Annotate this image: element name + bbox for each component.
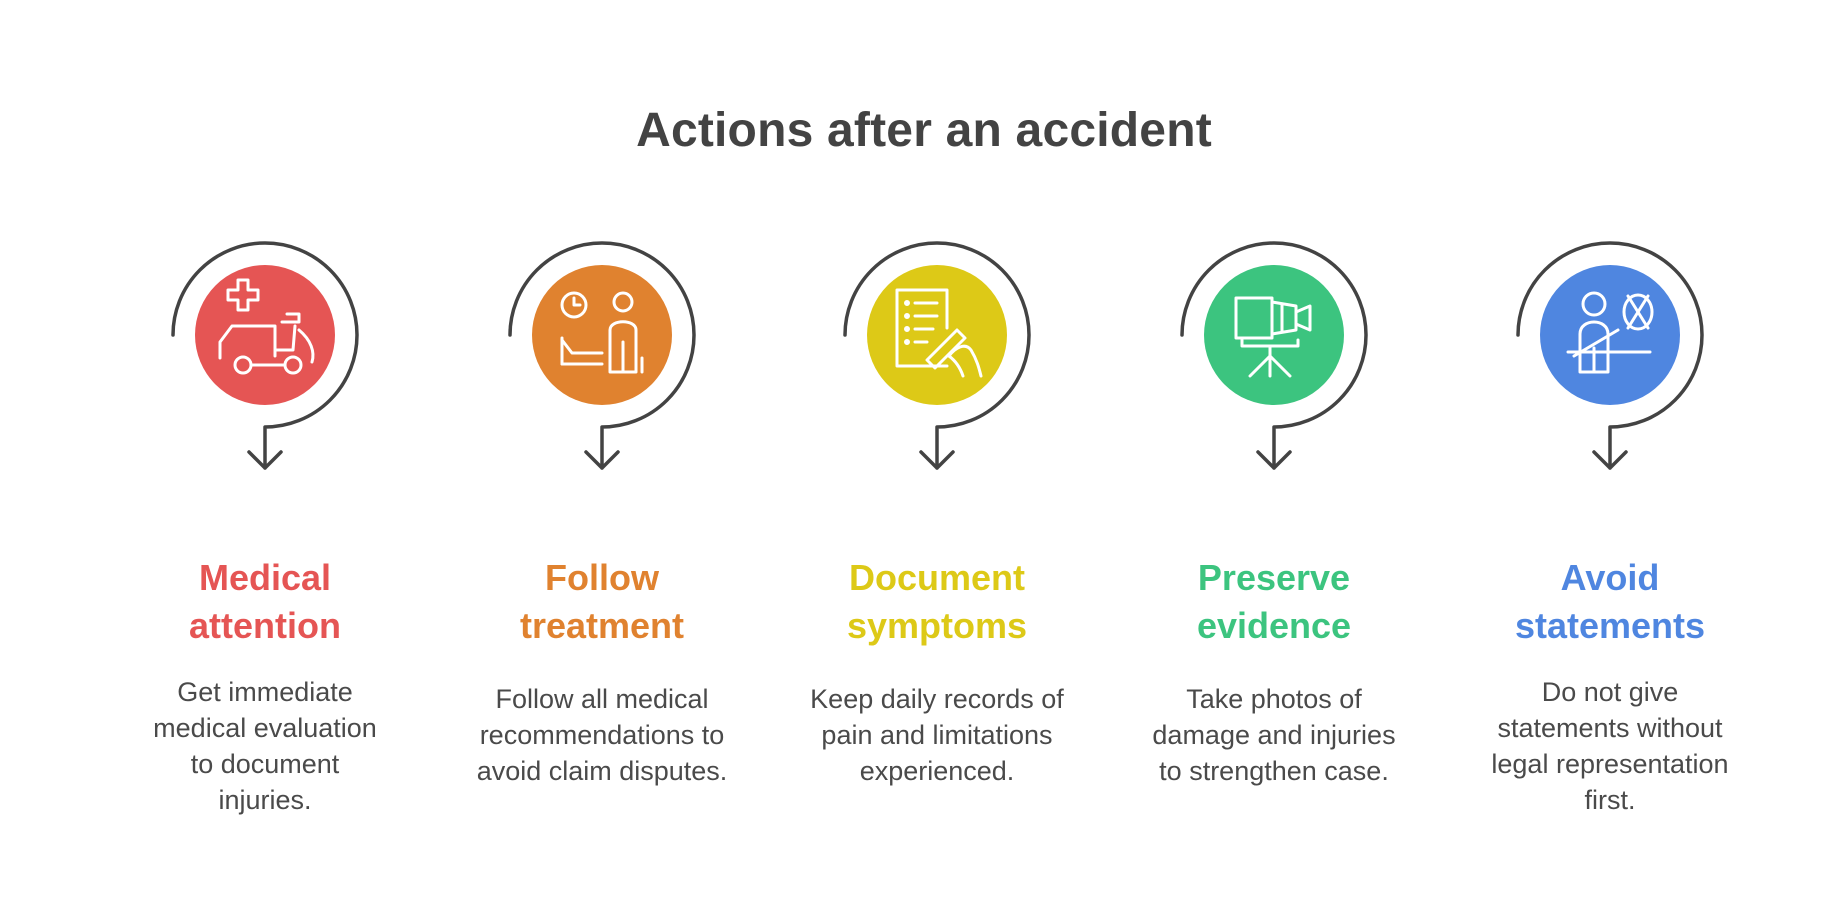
step-5-heading-line: statements xyxy=(1514,605,1706,646)
step-2-description-line: Follow all medical xyxy=(495,684,709,714)
step-3-heading-line: Document xyxy=(848,557,1025,598)
step-2-graphic xyxy=(508,241,696,470)
step-5-heading-line: Avoid xyxy=(1560,557,1660,598)
step-5-description-line: statements without xyxy=(1497,713,1723,743)
step-5-heading: Avoid statements xyxy=(1460,554,1760,650)
step-2-badge xyxy=(532,265,672,405)
curved-arrow-icon xyxy=(1180,241,1368,470)
step-5-graphic xyxy=(1516,241,1704,470)
step-2-description: Follow all medical recommendations to av… xyxy=(452,681,752,789)
step-1-description-line: medical evaluation xyxy=(153,713,377,743)
step-1-heading-line: Medical xyxy=(198,557,332,598)
step-5-description-line: first. xyxy=(1584,785,1636,815)
step-3-description: Keep daily records of pain and limitatio… xyxy=(787,681,1087,789)
step-5-description-line: Do not give xyxy=(1541,677,1679,707)
step-2-heading-line: Follow xyxy=(545,557,659,598)
step-3-badge xyxy=(867,265,1007,405)
step-2-heading-line: treatment xyxy=(519,605,685,646)
curved-arrow-icon xyxy=(1516,241,1704,470)
step-1-heading-line: attention xyxy=(189,605,341,646)
seated-person-no-talking-icon xyxy=(1566,291,1654,374)
step-5-description-line: legal representation xyxy=(1491,749,1729,779)
step-3-heading: Document symptoms xyxy=(787,554,1087,650)
step-4-description-line: Take photos of xyxy=(1186,684,1362,714)
document-writing-hand-icon xyxy=(895,288,983,378)
step-4-heading: Preserve evidence xyxy=(1124,554,1424,650)
step-1-description-line: to document xyxy=(190,749,340,779)
step-4-description-line: damage and injuries xyxy=(1152,720,1396,750)
step-3-heading-line: symptoms xyxy=(846,605,1028,646)
step-1-graphic xyxy=(171,241,359,470)
step-2-description-line: recommendations to xyxy=(479,720,725,750)
step-4-heading-line: Preserve xyxy=(1197,557,1351,598)
curved-arrow-icon xyxy=(508,241,696,470)
patient-clock-doctor-icon xyxy=(560,291,644,374)
step-4-description-line: to strengthen case. xyxy=(1159,756,1389,786)
step-4-description: Take photos of damage and injuries to st… xyxy=(1124,681,1424,789)
video-camera-tripod-icon xyxy=(1234,296,1312,378)
curved-arrow-icon xyxy=(171,241,359,470)
step-3-description-line: Keep daily records of xyxy=(810,684,1064,714)
step-4-heading-line: evidence xyxy=(1196,605,1352,646)
curved-arrow-icon xyxy=(843,241,1031,470)
step-1-badge xyxy=(195,265,335,405)
step-3-description-line: pain and limitations xyxy=(821,720,1053,750)
page-title: Actions after an accident xyxy=(636,104,1212,157)
step-4-graphic xyxy=(1180,241,1368,470)
ambulance-scooter-icon xyxy=(218,278,315,375)
step-2-description-line: avoid claim disputes. xyxy=(476,756,728,786)
step-1-heading: Medical attention xyxy=(115,554,415,650)
step-5-description: Do not give statements without legal rep… xyxy=(1460,674,1760,818)
step-2-heading: Follow treatment xyxy=(452,554,752,650)
step-1-description-line: injuries. xyxy=(218,785,312,815)
step-3-description-line: experienced. xyxy=(859,756,1015,786)
step-1-description-line: Get immediate xyxy=(177,677,353,707)
step-3-graphic xyxy=(843,241,1031,470)
step-1-description: Get immediate medical evaluation to docu… xyxy=(115,674,415,818)
